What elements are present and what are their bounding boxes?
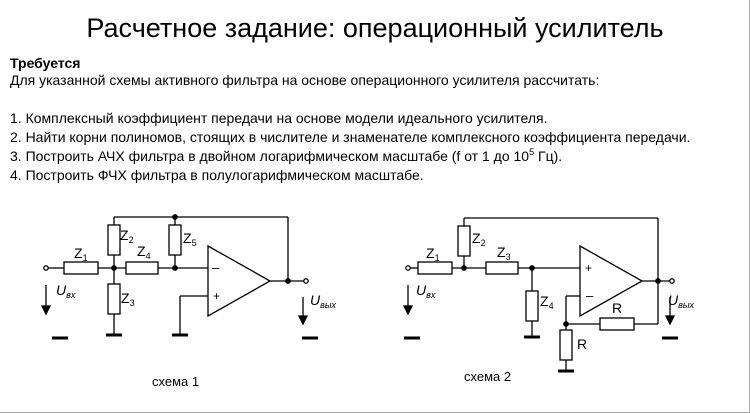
task-item: 2. Найти корни полиномов, стоящих в числ…: [10, 129, 691, 145]
schema1-minus-sign: –: [212, 260, 220, 275]
schema2-r-ground: [559, 329, 573, 361]
schema2-r-feedback-label: R: [612, 300, 622, 316]
schema2-minus-sign: –: [586, 288, 594, 303]
schema1-u-in: Uвх: [56, 282, 76, 300]
schema1-opamp: [207, 244, 272, 318]
schema2-z2-resistor: [457, 225, 471, 257]
schema-2: [402, 217, 678, 373]
section-heading: Требуется: [10, 55, 81, 71]
schema2-z1-label: Z1: [426, 245, 440, 263]
schema-1: [40, 214, 318, 340]
schema2-z1-resistor: [417, 261, 453, 275]
schema2-z3-resistor: [485, 261, 519, 275]
task-text-tail: Гц).: [534, 148, 563, 164]
schema1-z2-resistor: [107, 224, 121, 256]
schema1-z5-label: Z5: [183, 230, 197, 248]
task-item: 1. Комплексный коэффициент передачи на о…: [10, 110, 548, 126]
task-list: 1. Комплексный коэффициент передачи на о…: [10, 109, 690, 185]
schema2-plus-sign: +: [585, 261, 592, 275]
schema1-z1-resistor: [63, 261, 99, 275]
schema2-z3-label: Z3: [497, 244, 511, 262]
schema2-r-feedback: [599, 317, 635, 331]
schema2-r-ground-label: R: [577, 336, 587, 352]
schema1-z3-label: Z3: [121, 290, 135, 308]
schema1-caption: схема 1: [152, 374, 199, 389]
intro-text: Для указанной схемы активного фильтра на…: [10, 72, 600, 88]
task-text: 3. Построить АЧХ фильтра в двойном логар…: [10, 148, 530, 164]
task-item: 4. Построить ФЧХ фильтра в полулогарифми…: [10, 167, 424, 183]
task-item: 3. Построить АЧХ фильтра в двойном логар…: [10, 147, 690, 166]
schema1-z5-resistor: [168, 224, 182, 256]
schema1-z2-label: Z2: [120, 227, 134, 245]
schema2-z4-label: Z4: [540, 293, 554, 311]
schema2-z2-label: Z2: [472, 230, 486, 248]
schema1-plus-sign: +: [213, 289, 220, 303]
task-exponent: 5: [529, 147, 535, 157]
slide-title: Расчетное задание: операционный усилител…: [86, 13, 664, 43]
schema2-u-in: Uвх: [416, 282, 436, 300]
schema1-u-out: Uвых: [310, 292, 336, 310]
schema1-z1-label: Z1: [74, 245, 88, 263]
schema1-z3-resistor: [107, 283, 121, 315]
schema1-z4-resistor: [125, 261, 159, 275]
schema1-z4-label: Z4: [137, 243, 151, 261]
schema2-caption: схема 2: [464, 369, 511, 384]
schema2-u-out: Uвых: [668, 292, 694, 310]
schema2-opamp: [579, 244, 644, 318]
schema2-z4-resistor: [525, 290, 539, 322]
